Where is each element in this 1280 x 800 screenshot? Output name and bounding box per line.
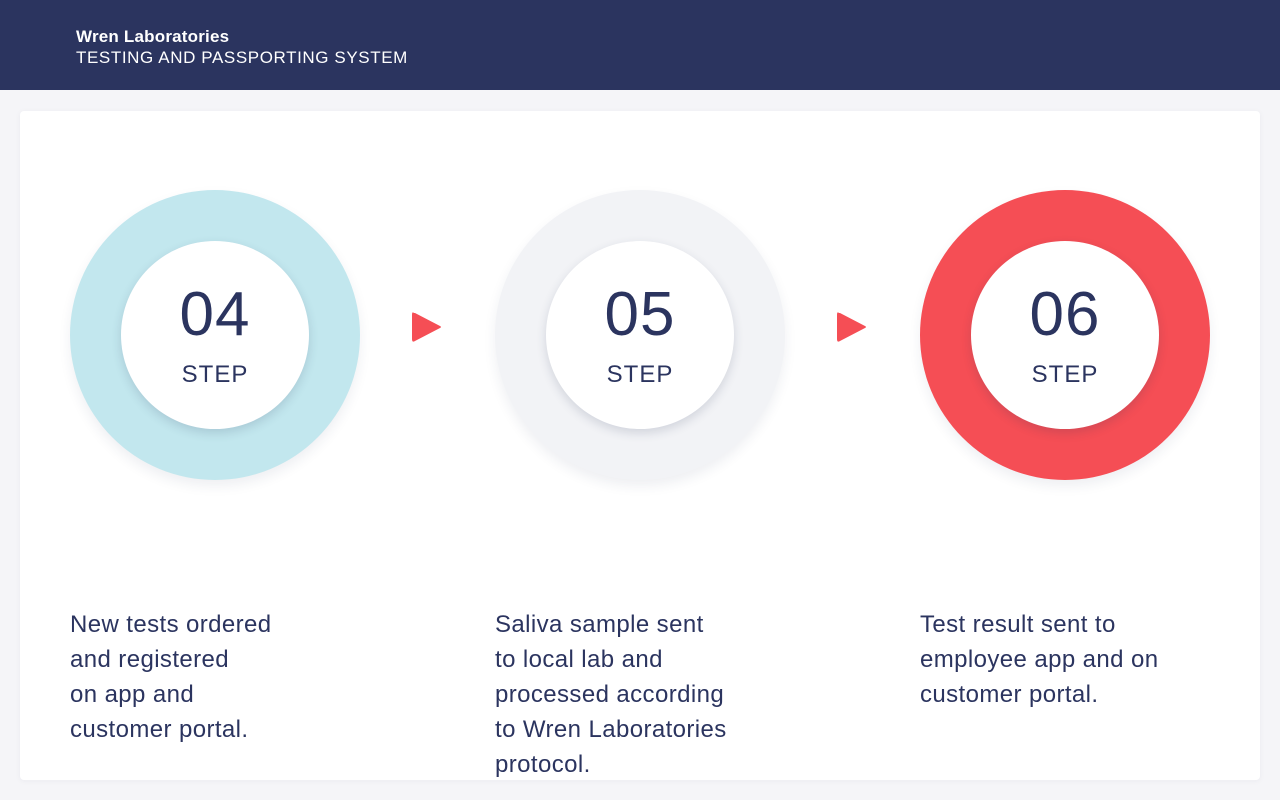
description-line: employee app and on bbox=[920, 646, 1159, 673]
description-line: and registered bbox=[70, 646, 230, 673]
description-line: Test result sent to bbox=[920, 611, 1116, 638]
system-subtitle: TESTING AND PASSPORTING SYSTEM bbox=[76, 48, 408, 67]
play-arrow-icon bbox=[837, 312, 866, 342]
step-description: Saliva sample sent to local lab and proc… bbox=[495, 607, 795, 782]
steps-card: 04 STEP New tests ordered and registered… bbox=[20, 111, 1260, 780]
description-line: to local lab and bbox=[495, 646, 663, 673]
step-description: Test result sent to employee app and on … bbox=[920, 607, 1220, 712]
company-name: Wren Laboratories bbox=[76, 27, 230, 46]
step-number: 06 bbox=[1029, 280, 1101, 349]
description-line: to Wren Laboratories bbox=[495, 716, 727, 743]
step-number: 05 bbox=[604, 280, 676, 349]
step-number: 04 bbox=[179, 280, 251, 349]
description-line: protocol. bbox=[495, 751, 591, 778]
brand: Wren Laboratories TESTING AND PASSPORTIN… bbox=[76, 26, 408, 69]
description-line: Saliva sample sent bbox=[495, 611, 704, 638]
step-badge: 05 STEP bbox=[546, 241, 734, 429]
step-badge: 04 STEP bbox=[121, 241, 309, 429]
play-arrow-icon bbox=[412, 312, 441, 342]
step-badge: 06 STEP bbox=[971, 241, 1159, 429]
description-line: on app and bbox=[70, 681, 195, 708]
step-ring: 04 STEP bbox=[70, 190, 360, 480]
description-line: processed according bbox=[495, 681, 725, 708]
step-label: STEP bbox=[1031, 361, 1099, 388]
description-line: customer portal. bbox=[920, 681, 1099, 708]
step-label: STEP bbox=[181, 361, 249, 388]
step-ring: 06 STEP bbox=[920, 190, 1210, 480]
step-description: New tests ordered and registered on app … bbox=[70, 607, 370, 747]
description-line: customer portal. bbox=[70, 716, 249, 743]
app-header: Wren Laboratories TESTING AND PASSPORTIN… bbox=[0, 0, 1280, 90]
step-ring: 05 STEP bbox=[495, 190, 785, 480]
description-line: New tests ordered bbox=[70, 611, 272, 638]
step-label: STEP bbox=[606, 361, 674, 388]
